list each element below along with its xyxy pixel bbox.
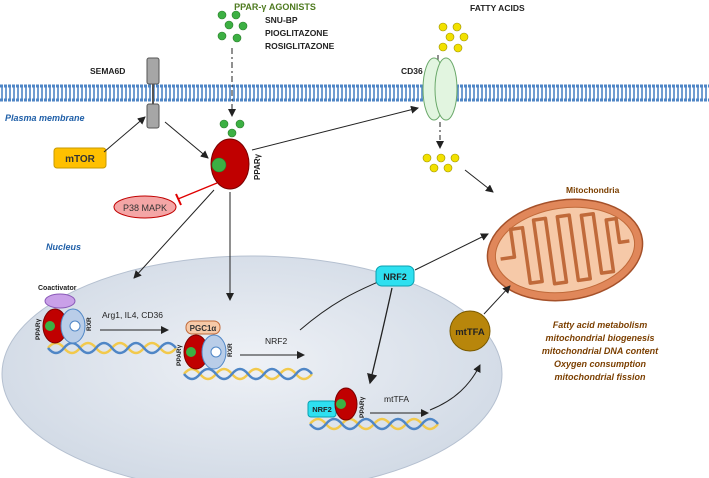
complex3-to-mttfa-arrow (429, 364, 481, 411)
complex2-rxr-site (210, 346, 222, 358)
ppar-main (210, 138, 250, 190)
ppar-to-complex1-arrow (133, 189, 215, 279)
nrf2-box (375, 265, 415, 287)
complex1-rxr-label: RXR (86, 317, 93, 331)
mito-function-2: mitochondrial biogenesis (545, 333, 654, 343)
complex1-rxr-site (69, 320, 81, 332)
ppar-inhibits-p38 (177, 182, 218, 200)
mito-function-1: Fatty acid metabolism (553, 320, 648, 330)
mttfa-to-mito-arrow (483, 285, 511, 315)
agonist-drug-3: ROSIGLITAZONE (265, 41, 335, 51)
mtor-label: mTOR (65, 154, 96, 165)
mitochondria-title: Mitochondria (566, 185, 620, 195)
complex1-ppar-label: PPARγ (35, 318, 42, 340)
ppar-main-label: PPARγ (253, 153, 262, 180)
nrf2-label: NRF2 (383, 272, 407, 282)
nrf2-to-complex3-arrow (367, 287, 393, 385)
mttfa-label: mtTFA (455, 327, 485, 338)
complex2-ligand (186, 347, 196, 357)
complex2-ppar-label: PPARγ (176, 344, 183, 366)
complex3-ppar-label: PPARγ (359, 396, 366, 418)
cd36-transporter (422, 57, 458, 121)
fatty-acid-dots-top (438, 22, 469, 53)
dna-helix-2 (183, 367, 313, 381)
bound-ligands (219, 119, 245, 138)
mito-function-5: mitochondrial fission (554, 372, 646, 382)
coactivator (44, 293, 76, 309)
sema6d-label: SEMA6D (90, 66, 125, 76)
inhibition-bar (175, 193, 182, 206)
sema6d-receptor (146, 57, 160, 129)
mtor-to-sema6d-arrow (103, 116, 146, 153)
cd36-label: CD36 (401, 66, 423, 76)
pgc1a-box (185, 320, 221, 335)
mitochondrion (486, 198, 644, 302)
mito-function-3: mitochondrial DNA content (542, 346, 659, 356)
p38-label: P38 MAPK (123, 203, 167, 213)
agonist-ligands (217, 10, 248, 43)
dna-helix-3 (309, 417, 439, 431)
nucleus (1, 255, 503, 478)
agonists-title: PPAR-γ AGONISTS (234, 2, 316, 12)
mtor-box (53, 147, 107, 169)
pgc1a-label: PGC1α (190, 324, 217, 333)
agonist-drug-1: SNU-BP (265, 15, 298, 25)
plasma-membrane-label: Plasma membrane (5, 113, 85, 123)
complex1-ligand (45, 321, 55, 331)
nrf2-to-mito-arrow (414, 233, 489, 271)
fa-to-mito-arrow (464, 169, 494, 193)
plasma-membrane (0, 84, 709, 102)
p38-mapk (113, 195, 177, 219)
sema6d-to-ppar-arrow (164, 121, 209, 159)
mito-function-4: Oxygen consumption (554, 359, 647, 369)
nrf2-production-path (299, 281, 379, 331)
mito-functions: Fatty acid metabolism mitochondrial biog… (542, 320, 659, 382)
nucleus-label: Nucleus (46, 242, 81, 252)
coactivator-label: Coactivator (38, 285, 77, 292)
dna-helix-1 (47, 341, 177, 355)
complex3-nrf2-label: NRF2 (312, 405, 332, 414)
complex3-target: mtTFA (384, 394, 409, 404)
fatty-acid-dots-inside (422, 153, 460, 173)
ppar-to-cd36-arrow (251, 105, 419, 151)
mttfa-circle (449, 310, 491, 352)
complex2-rxr-label: RXR (227, 343, 234, 357)
agonist-drug-2: PIOGLITAZONE (265, 28, 328, 38)
ppar-main-ligand (211, 157, 227, 173)
complex2-target: NRF2 (265, 336, 287, 346)
complex3-ligand (336, 399, 346, 409)
fatty-acids-title: FATTY ACIDS (470, 3, 525, 13)
complex1-targets: Arg1, IL4, CD36 (102, 310, 163, 320)
